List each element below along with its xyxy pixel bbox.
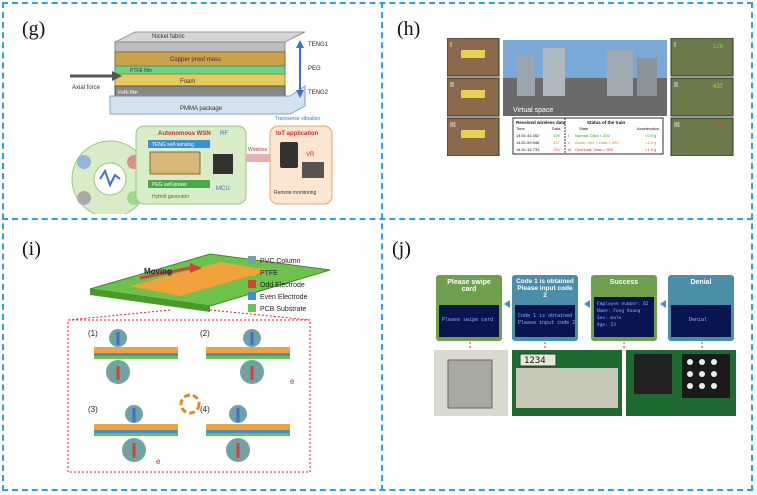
svg-text:126: 126 bbox=[713, 44, 724, 50]
svg-text:e: e bbox=[290, 377, 295, 386]
svg-text:VR: VR bbox=[306, 152, 315, 158]
svg-text:(2): (2) bbox=[200, 329, 210, 338]
panel-h-diagram: I II III Virtual space I II III 126 437 … bbox=[447, 38, 734, 156]
legend-swatch-ptfe bbox=[248, 268, 256, 276]
nickel-top bbox=[114, 31, 306, 43]
svg-text:TENG1: TENG1 bbox=[308, 42, 329, 48]
svg-text:III: III bbox=[674, 122, 680, 129]
svg-text:Copper proof mass: Copper proof mass bbox=[170, 57, 221, 63]
svg-text:State: State bbox=[579, 126, 589, 131]
svg-text:126: 126 bbox=[553, 133, 560, 138]
svg-text:Normal: Data < 200: Normal: Data < 200 bbox=[575, 133, 611, 138]
legend: PVC Column PTFE Odd Electrode Even Elect… bbox=[248, 256, 308, 313]
svg-text:PMMA package: PMMA package bbox=[180, 106, 223, 112]
svg-text:14:51:15.733: 14:51:15.733 bbox=[516, 147, 540, 152]
svg-text:Time: Time bbox=[516, 126, 526, 131]
svg-text:I: I bbox=[674, 42, 676, 49]
svg-text:Axial force: Axial force bbox=[72, 85, 101, 91]
svg-text:1234: 1234 bbox=[524, 356, 546, 366]
svg-text:FeNi film: FeNi film bbox=[118, 90, 138, 96]
svg-text:PEG self-power: PEG self-power bbox=[152, 182, 187, 188]
label-nickel: Nickel fabric bbox=[152, 34, 185, 40]
flow-box-code: Code 1 is obtained Please input code 2 C… bbox=[512, 275, 578, 341]
svg-text:Virtual space: Virtual space bbox=[513, 107, 553, 114]
panel-label-i: (i) bbox=[22, 238, 41, 260]
svg-text:Autonomous WSN: Autonomous WSN bbox=[158, 131, 211, 137]
svg-text:PCB Substrate: PCB Substrate bbox=[260, 306, 306, 313]
svg-text:II: II bbox=[674, 82, 678, 89]
svg-text:(4): (4) bbox=[200, 405, 210, 414]
svg-text:437: 437 bbox=[553, 140, 560, 145]
svg-text:PEG: PEG bbox=[308, 66, 321, 72]
legend-swatch-pvc bbox=[248, 256, 256, 264]
horizontal-divider bbox=[2, 218, 753, 220]
svg-text:>1.5 g: >1.5 g bbox=[645, 147, 656, 152]
svg-text:437: 437 bbox=[713, 84, 724, 90]
vertical-divider bbox=[381, 2, 383, 491]
svg-text:Transverse vibration: Transverse vibration bbox=[275, 116, 320, 122]
flow-box-denial: Denial Denial bbox=[668, 275, 734, 341]
svg-text:I: I bbox=[450, 42, 452, 49]
svg-text:Wireless: Wireless bbox=[248, 147, 268, 153]
svg-text:Overload: Data > 500: Overload: Data > 500 bbox=[575, 147, 614, 152]
svg-text:Received wireless data: Received wireless data bbox=[516, 120, 566, 125]
svg-text:III: III bbox=[568, 147, 571, 152]
svg-text:II: II bbox=[568, 140, 570, 145]
svg-text:PTFE: PTFE bbox=[260, 270, 278, 277]
svg-text:<0.5 g: <0.5 g bbox=[645, 133, 656, 138]
svg-text:IoT application: IoT application bbox=[276, 131, 319, 137]
svg-text:TENG2: TENG2 bbox=[308, 90, 329, 96]
svg-text:(3): (3) bbox=[88, 405, 98, 414]
svg-text:e: e bbox=[156, 457, 161, 466]
svg-text:724: 724 bbox=[553, 147, 560, 152]
svg-text:TENG self-sensing: TENG self-sensing bbox=[152, 142, 194, 148]
svg-text:Acceleration: Acceleration bbox=[637, 126, 659, 131]
panel-j-arrows-photos: 1234 bbox=[434, 300, 736, 416]
svg-text:14:51:59.946: 14:51:59.946 bbox=[516, 140, 540, 145]
svg-text:(1): (1) bbox=[88, 329, 98, 338]
svg-text:III: III bbox=[450, 122, 456, 129]
svg-text:Status of the train: Status of the train bbox=[587, 120, 626, 125]
svg-text:PTFE film: PTFE film bbox=[130, 68, 152, 74]
cycle-icon bbox=[179, 393, 201, 415]
svg-text:Even Electrode: Even Electrode bbox=[260, 294, 308, 301]
panel-label-h: (h) bbox=[397, 18, 421, 40]
svg-text:Foam: Foam bbox=[180, 79, 195, 85]
svg-text:RF: RF bbox=[220, 131, 228, 137]
legend-swatch-odd bbox=[248, 280, 256, 288]
svg-text:Alarm: 200 < Data < 500: Alarm: 200 < Data < 500 bbox=[575, 140, 619, 145]
panel-label-j: (j) bbox=[392, 238, 411, 260]
flow-box-success: Success Employee number: 02 Name: Feng H… bbox=[591, 275, 657, 341]
svg-text:Hybrid generator: Hybrid generator bbox=[152, 194, 190, 200]
svg-text:II: II bbox=[450, 82, 454, 89]
svg-text:<1.5 g: <1.5 g bbox=[645, 140, 656, 145]
svg-text:Remote monitoring: Remote monitoring bbox=[274, 190, 316, 196]
panel-i-diagram: Moving PVC Column PTFE Odd Electrode Eve… bbox=[67, 253, 331, 473]
legend-swatch-even bbox=[248, 292, 256, 300]
legend-swatch-pcb bbox=[248, 304, 256, 312]
svg-text:Odd Electrode: Odd Electrode bbox=[260, 282, 305, 289]
flow-box-swipe: Please swipe card Please swipe card bbox=[436, 275, 502, 341]
panel-g-diagram: Nickel fabric Copper proof mass PTFE fil… bbox=[70, 31, 333, 214]
svg-text:14:51:44.352: 14:51:44.352 bbox=[516, 133, 540, 138]
svg-text:Data: Data bbox=[552, 126, 561, 131]
panel-label-g: (g) bbox=[22, 18, 46, 40]
svg-text:724: 724 bbox=[713, 124, 724, 130]
svg-text:MCU: MCU bbox=[216, 186, 230, 192]
svg-text:I: I bbox=[568, 133, 569, 138]
svg-text:Moving: Moving bbox=[144, 267, 172, 276]
svg-text:PVC Column: PVC Column bbox=[260, 258, 301, 265]
